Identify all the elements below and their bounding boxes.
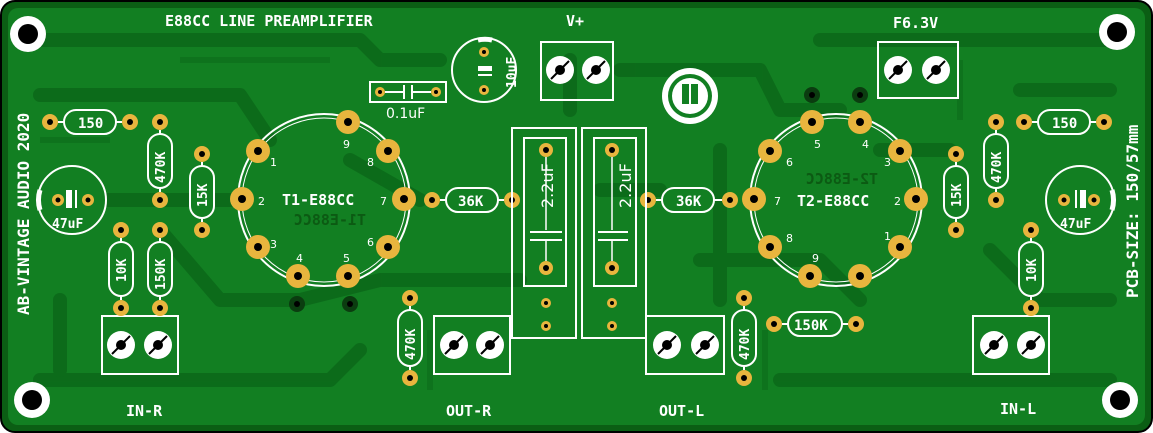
label-out-l: OUT-L — [659, 402, 704, 420]
resistor-150-left — [42, 109, 138, 135]
capacitor-01uf — [369, 81, 447, 103]
svg-text:5: 5 — [814, 138, 821, 151]
tube-socket-t1 — [230, 110, 416, 312]
svg-text:6: 6 — [786, 156, 793, 169]
capacitor-01uf-label: 0.1uF — [386, 106, 425, 122]
capacitor-47uf-right-label: 47uF — [1060, 217, 1091, 232]
svg-text:3: 3 — [270, 238, 277, 251]
resistor-15k-right-label: 15K — [950, 183, 965, 207]
resistor-150-right-label: 150 — [1052, 116, 1077, 132]
resistor-10k-left — [108, 222, 134, 316]
label-in-r: IN-R — [126, 402, 163, 420]
board-title: E88CC LINE PREAMPLIFIER — [165, 12, 374, 30]
terminal-out-r — [433, 315, 511, 375]
capacitor-22uf-right — [581, 127, 647, 339]
svg-text:2: 2 — [258, 195, 265, 208]
svg-text:1: 1 — [884, 230, 891, 243]
resistor-36k-right — [640, 187, 738, 213]
capacitor-22uf-left-label: 2.2uF — [538, 163, 557, 208]
svg-text:7: 7 — [380, 195, 387, 208]
svg-text:4: 4 — [862, 138, 869, 151]
label-f63v: F6.3V — [893, 14, 938, 32]
tube-logo-icon — [662, 68, 718, 124]
label-vplus: V+ — [566, 12, 584, 30]
tube-t2-label: T2-E88CC — [797, 192, 869, 210]
resistor-470k-out-l — [731, 290, 757, 386]
resistor-15k-left — [189, 146, 215, 238]
resistor-470k-out-l-label: 470K — [738, 329, 753, 360]
resistor-150k-left — [147, 222, 173, 316]
tube-t1-mirror-label: T1-E88CC — [294, 211, 366, 229]
svg-text:4: 4 — [296, 252, 303, 265]
tube-t1-label: T1-E88CC — [282, 191, 354, 209]
resistor-10k-left-label: 10K — [115, 258, 130, 282]
tube-t2-pin-labels: 1 2 3 4 5 6 7 8 9 — [774, 138, 901, 265]
svg-text:2: 2 — [894, 195, 901, 208]
resistor-150k-bottom-label: 150K — [794, 318, 828, 334]
terminal-in-l — [972, 315, 1050, 375]
resistor-470k-left — [147, 114, 173, 208]
resistor-36k-left-label: 36K — [458, 194, 484, 210]
resistor-15k-left-label: 15K — [196, 183, 211, 207]
mounting-holes — [10, 14, 1138, 418]
terminal-out-l — [645, 315, 725, 375]
capacitor-22uf-right-label: 2.2uF — [616, 163, 635, 208]
svg-text:8: 8 — [367, 156, 374, 169]
label-out-r: OUT-R — [446, 402, 492, 420]
side-text-left: AB-VINTAGE AUDIO 2020 — [14, 113, 33, 315]
svg-text:6: 6 — [367, 236, 374, 249]
resistor-36k-left — [424, 187, 520, 213]
tube-t2-mirror-label: T2-E88CC — [806, 170, 878, 188]
copper-traces — [33, 33, 1117, 387]
resistor-470k-out-r-label: 470K — [404, 329, 419, 360]
terminal-vplus — [540, 41, 614, 101]
ground-plane-lines — [40, 57, 963, 390]
resistor-150-right — [1016, 109, 1112, 135]
capacitor-47uf-left — [36, 165, 107, 235]
resistor-150-left-label: 150 — [78, 116, 103, 132]
svg-text:5: 5 — [343, 252, 350, 265]
capacitor-47uf-right — [1045, 165, 1116, 235]
terminal-f63v — [877, 41, 959, 99]
svg-text:7: 7 — [774, 195, 781, 208]
capacitor-22uf-left — [511, 127, 577, 339]
svg-text:3: 3 — [884, 156, 891, 169]
resistor-470k-right-label: 470K — [990, 152, 1005, 183]
resistor-10k-right — [1018, 222, 1044, 316]
svg-text:1: 1 — [270, 156, 277, 169]
tube-socket-t2 — [742, 87, 928, 288]
resistor-150k-left-label: 150K — [154, 259, 169, 290]
resistor-10k-right-label: 10K — [1025, 258, 1040, 282]
capacitor-10uf — [451, 36, 517, 103]
capacitor-47uf-left-label: 47uF — [52, 217, 83, 232]
capacitor-10uf-label: 10uF — [505, 57, 520, 88]
label-in-l: IN-L — [1000, 400, 1036, 418]
resistor-36k-right-label: 36K — [676, 194, 702, 210]
side-text-right: PCB-SIZE: 150/57mm — [1123, 124, 1142, 298]
resistor-470k-right — [983, 114, 1009, 208]
svg-text:9: 9 — [343, 138, 350, 151]
resistor-470k-out-r — [397, 290, 423, 386]
svg-text:9: 9 — [812, 252, 819, 265]
resistor-470k-left-label: 470K — [154, 152, 169, 183]
resistor-150k-bottom — [766, 311, 864, 337]
svg-text:8: 8 — [786, 232, 793, 245]
tube-t1-pin-labels: 1 2 3 4 5 6 7 8 9 — [258, 138, 387, 265]
resistor-15k-right — [943, 146, 969, 238]
terminal-in-r — [101, 315, 179, 375]
